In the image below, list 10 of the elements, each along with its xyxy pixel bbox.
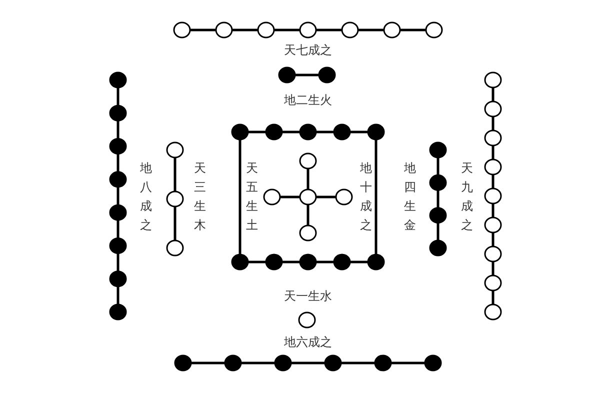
caption-text: 地四生金	[404, 160, 416, 234]
caption-text: 天七成之	[284, 42, 332, 58]
caption-text: 地六成之	[284, 334, 332, 350]
caption-text: 天九成之	[461, 160, 473, 234]
caption-text: 天三生木	[194, 160, 206, 234]
caption-text: 天五生土	[246, 160, 258, 234]
caption-text: 地八成之	[140, 160, 152, 234]
caption-text: 天一生水	[284, 288, 332, 304]
caption-text: 地十成之	[360, 160, 372, 234]
caption-text: 地二生火	[284, 92, 332, 108]
